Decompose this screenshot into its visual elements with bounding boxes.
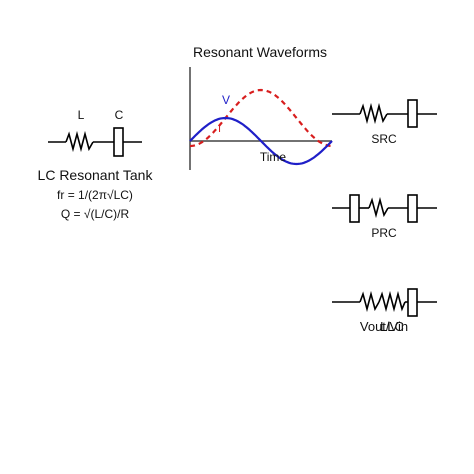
current-label: I bbox=[218, 123, 221, 135]
prc-circuit: PRC bbox=[332, 194, 437, 240]
lc-capacitor bbox=[113, 127, 124, 157]
llc-label: LLC bbox=[380, 319, 404, 334]
llc-inductor-coil-magnetizing bbox=[378, 290, 406, 313]
resonant-frequency-formula: fr = 1/(2π√LC) bbox=[57, 188, 133, 202]
llc-circuit: LLC Vout/Vin bbox=[332, 288, 437, 334]
quality-factor-formula: Q = √(L/C)/R bbox=[61, 207, 130, 221]
lc-tank-title: LC Resonant Tank bbox=[38, 167, 154, 183]
voltage-waveform bbox=[189, 116, 333, 166]
voltage-label: V bbox=[222, 93, 230, 107]
src-circuit: SRC bbox=[332, 99, 437, 146]
llc-gain-label: Vout/Vin bbox=[360, 319, 408, 334]
llc-capacitor bbox=[407, 288, 418, 317]
prc-label: PRC bbox=[371, 226, 397, 240]
inductor-label: L bbox=[78, 108, 85, 122]
lc-inductor-coil bbox=[65, 130, 94, 153]
current-waveform bbox=[189, 88, 333, 148]
prc-inductor-coil bbox=[368, 196, 389, 219]
time-axis-label: Time bbox=[260, 150, 287, 164]
src-label: SRC bbox=[371, 132, 397, 146]
llc-inductor-coil-series bbox=[359, 290, 380, 313]
src-capacitor bbox=[407, 99, 418, 128]
prc-capacitor-right bbox=[407, 194, 418, 223]
waveform-title: Resonant Waveforms bbox=[193, 44, 327, 60]
waveform-panel: Resonant Waveforms V I Time bbox=[189, 44, 333, 170]
capacitor-label: C bbox=[115, 108, 124, 122]
src-inductor-coil bbox=[359, 102, 388, 125]
prc-capacitor-left bbox=[349, 194, 360, 223]
lc-tank-circuit: L C LC Resonant Tank fr = 1/(2π√LC) Q = … bbox=[38, 108, 154, 221]
